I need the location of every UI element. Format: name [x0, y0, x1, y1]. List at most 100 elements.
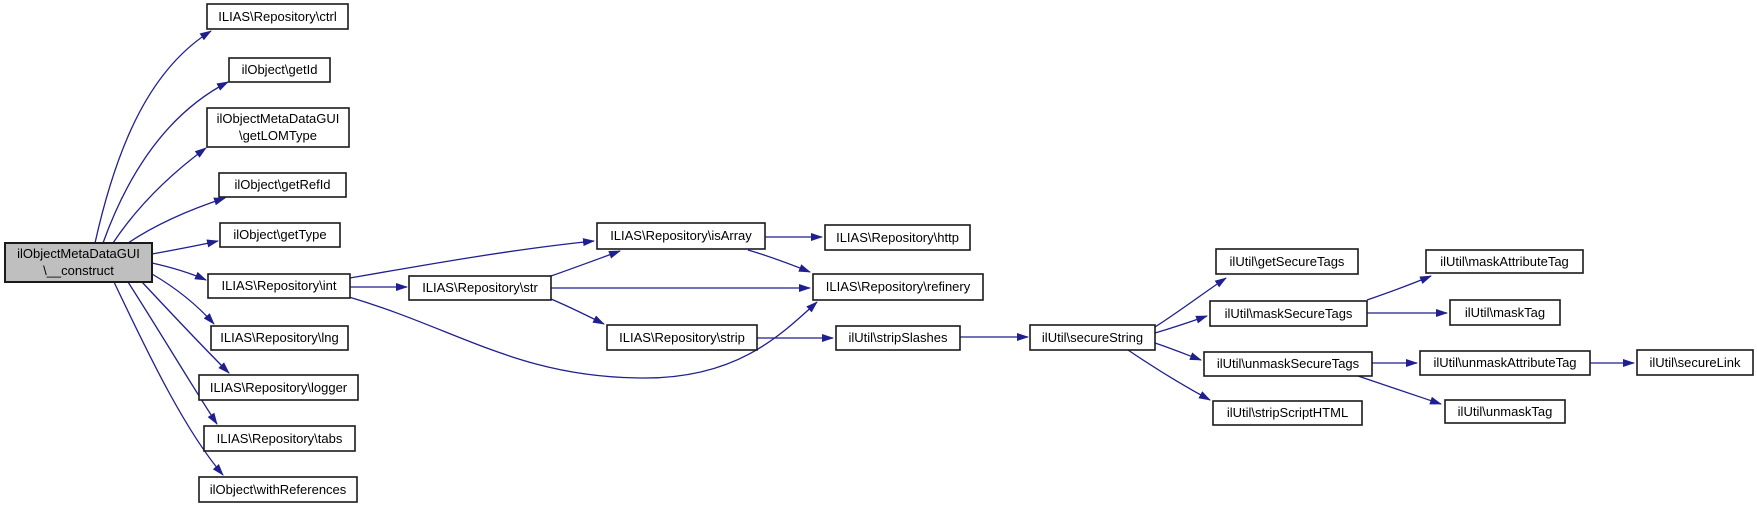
edge-construct-logger: [141, 281, 230, 374]
node-label: ilUtil\stripScriptHTML: [1227, 405, 1348, 420]
node-logger[interactable]: ILIAS\Repository\logger: [198, 374, 359, 401]
node-box: [1419, 350, 1591, 376]
node-mask-attribute-tag[interactable]: ilUtil\maskAttributeTag: [1425, 249, 1584, 274]
node-mask-tag[interactable]: ilUtil\maskTag: [1449, 299, 1561, 326]
node-label-line1: ilObjectMetaDataGUI: [17, 246, 140, 261]
node-label: ilObject\getId: [242, 62, 318, 77]
edge-construct-getrefid: [127, 197, 226, 244]
node-label: ilUtil\getSecureTags: [1230, 254, 1345, 269]
node-label: ilUtil\unmaskSecureTags: [1217, 356, 1360, 371]
node-box: [206, 3, 349, 30]
node-label: ilUtil\stripSlashes: [849, 330, 948, 345]
edge-unmasksecuretags-unmasktag: [1357, 375, 1442, 405]
edge-construct-tabs: [127, 281, 218, 425]
node-strip-slashes[interactable]: ilUtil\stripSlashes: [835, 325, 961, 351]
edge-securestring-masksecuretags: [1154, 315, 1208, 334]
edge-str-strip: [550, 298, 605, 325]
node-label: ilUtil\maskAttributeTag: [1440, 254, 1569, 269]
node-unmask-tag[interactable]: ilUtil\unmaskTag: [1444, 399, 1566, 424]
node-box: [1215, 248, 1359, 275]
node-label: ilUtil\unmaskAttributeTag: [1433, 355, 1576, 370]
node-box: [203, 425, 356, 452]
node-box: [218, 172, 347, 198]
edge-construct-ctrl: [94, 30, 212, 244]
node-box: [1444, 399, 1566, 424]
node-box: [207, 273, 351, 299]
node-box: [1029, 324, 1156, 351]
edge-construct-int: [151, 262, 207, 281]
node-box: [198, 476, 358, 503]
node-label: ILIAS\Repository\ctrl: [218, 9, 337, 24]
node-box: [1212, 400, 1363, 426]
node-secure-string[interactable]: ilUtil\secureString: [1029, 324, 1156, 351]
node-label: ILIAS\Repository\refinery: [826, 279, 971, 294]
node-strip-script-html[interactable]: ilUtil\stripScriptHTML: [1212, 400, 1363, 426]
node-label: ilUtil\secureString: [1042, 330, 1143, 345]
node-label: ilUtil\secureLink: [1649, 355, 1741, 370]
node-label: ILIAS\Repository\strip: [619, 330, 745, 345]
node-mask-secure-tags[interactable]: ilUtil\maskSecureTags: [1209, 300, 1368, 327]
node-box: [228, 57, 331, 83]
node-box: [1449, 299, 1561, 326]
node-box: [824, 224, 971, 251]
edge-securestring-stripscripthtml: [1127, 349, 1211, 401]
node-label-line2: \__construct: [43, 263, 114, 278]
node-label: ILIAS\Repository\http: [836, 230, 959, 245]
node-label: ilUtil\maskSecureTags: [1225, 306, 1353, 321]
node-refinery[interactable]: ILIAS\Repository\refinery: [812, 273, 984, 301]
node-ctrl[interactable]: ILIAS\Repository\ctrl: [206, 3, 349, 30]
node-int[interactable]: ILIAS\Repository\int: [207, 273, 351, 299]
edge-int-refinery: [348, 296, 818, 379]
node-is-array[interactable]: ILIAS\Repository\isArray: [596, 222, 766, 250]
node-box: [210, 325, 349, 351]
edge-construct-getlomtype: [112, 147, 207, 244]
node-get-id[interactable]: ilObject\getId: [228, 57, 331, 83]
node-unmask-secure-tags[interactable]: ilUtil\unmaskSecureTags: [1203, 351, 1373, 377]
edge-isarray-refinery: [747, 249, 811, 273]
node-str[interactable]: ILIAS\Repository\str: [408, 275, 552, 301]
node-box: [812, 273, 984, 301]
node-box: [206, 107, 350, 148]
node-label-line2: \getLOMType: [239, 128, 317, 143]
node-lng[interactable]: ILIAS\Repository\lng: [210, 325, 349, 351]
node-get-type[interactable]: ilObject\getType: [219, 222, 341, 248]
node-tabs[interactable]: ILIAS\Repository\tabs: [203, 425, 356, 452]
edge-masksecuretags-maskattributetag: [1366, 275, 1432, 301]
node-label: ILIAS\Repository\isArray: [610, 228, 752, 243]
edge-int-isarray: [349, 238, 595, 279]
node-label: ilUtil\unmaskTag: [1458, 404, 1553, 419]
edge-construct-withreferences: [113, 281, 224, 476]
node-label: ILIAS\Repository\logger: [210, 380, 348, 395]
node-label: ILIAS\Repository\int: [222, 278, 337, 293]
node-box: [1209, 300, 1368, 327]
node-box: [219, 222, 341, 248]
node-strip[interactable]: ILIAS\Repository\strip: [606, 324, 758, 351]
edge-securestring-unmasksecuretags: [1154, 342, 1202, 361]
node-label: ILIAS\Repository\lng: [220, 330, 339, 345]
node-box: [835, 325, 961, 351]
node-box: [408, 275, 552, 301]
edge-construct-gettype: [151, 239, 219, 255]
node-box: [1636, 349, 1754, 376]
node-secure-link[interactable]: ilUtil\secureLink: [1636, 349, 1754, 376]
node-get-secure-tags[interactable]: ilUtil\getSecureTags: [1215, 248, 1359, 275]
edge-construct-lng: [151, 273, 215, 325]
edge-securestring-getsecuretags: [1154, 277, 1227, 328]
node-with-references[interactable]: ilObject\withReferences: [198, 476, 358, 503]
node-unmask-attribute-tag[interactable]: ilUtil\unmaskAttributeTag: [1419, 350, 1591, 376]
node-label-line1: ilObjectMetaDataGUI: [217, 111, 340, 126]
node-box: [198, 374, 359, 401]
node-label: ilObject\getType: [233, 227, 326, 242]
node-label: ILIAS\Repository\str: [422, 280, 538, 295]
node-label: ilUtil\maskTag: [1465, 305, 1545, 320]
edge-layer: [94, 30, 1635, 476]
node-box: [1203, 351, 1373, 377]
node-label: ilObject\withReferences: [210, 482, 347, 497]
node-http[interactable]: ILIAS\Repository\http: [824, 224, 971, 251]
node-get-ref-id[interactable]: ilObject\getRefId: [218, 172, 347, 198]
node-construct: ilObjectMetaDataGUI \__construct: [4, 242, 153, 283]
node-label: ilObject\getRefId: [234, 177, 330, 192]
node-get-lom-type[interactable]: ilObjectMetaDataGUI \getLOMType: [206, 107, 350, 148]
node-box: [4, 242, 153, 283]
